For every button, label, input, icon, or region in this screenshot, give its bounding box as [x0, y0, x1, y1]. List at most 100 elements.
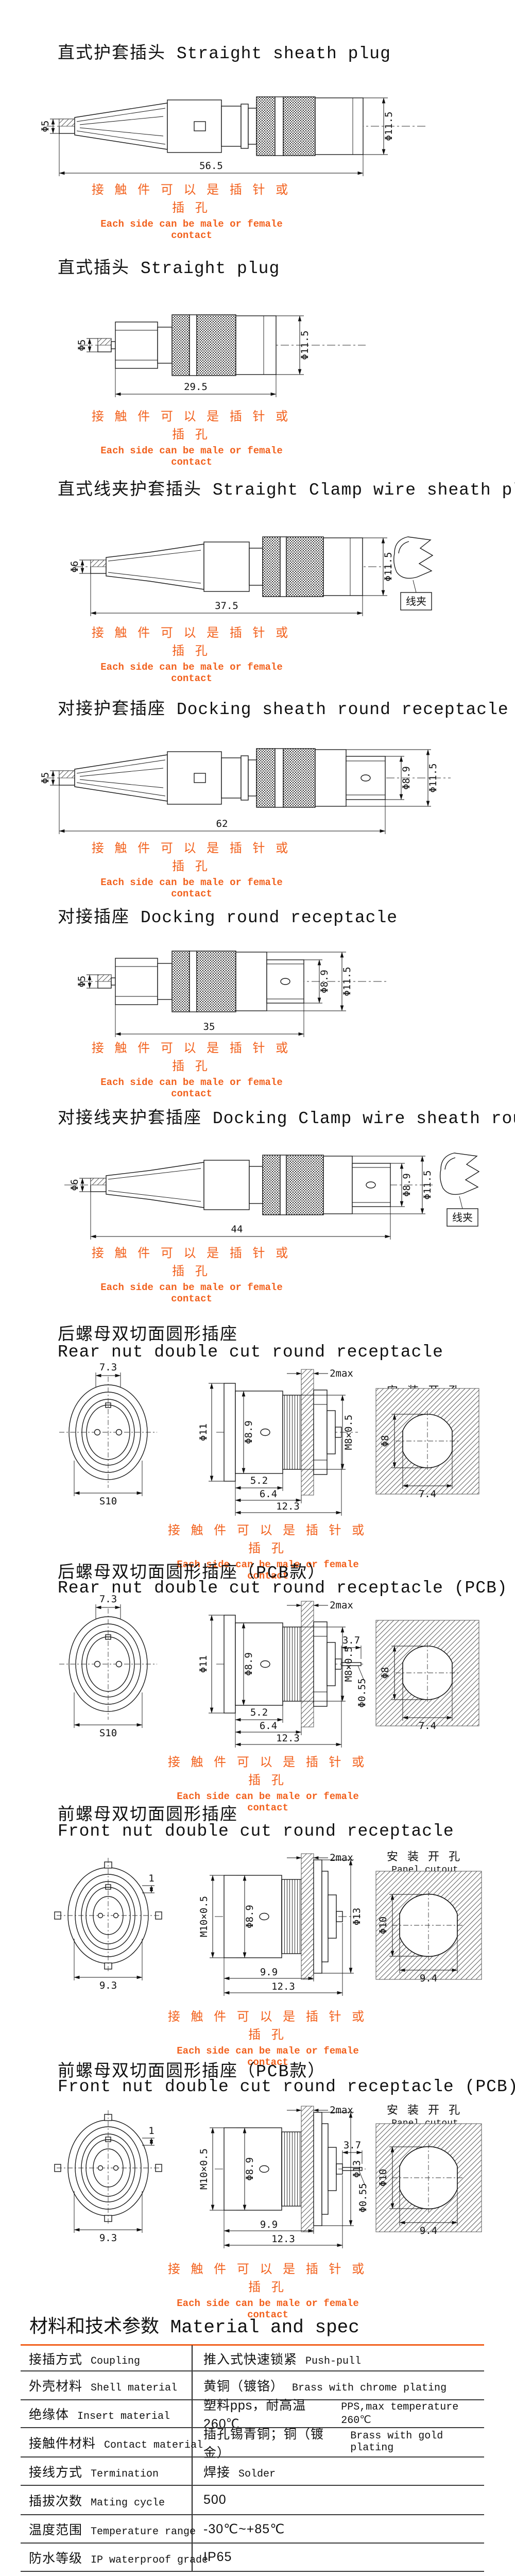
section2-title: 直式插头 Straight plug: [58, 259, 280, 278]
svg-text:Φ0.55: Φ0.55: [357, 2183, 369, 2212]
svg-text:Φ5: Φ5: [76, 976, 88, 988]
material-table-top-rule: [21, 2344, 484, 2346]
section7-title-en: Rear nut double cut round receptacle: [58, 1343, 443, 1362]
material-rule: [21, 2456, 484, 2458]
svg-text:7.4: 7.4: [419, 1488, 436, 1500]
svg-text:12.3: 12.3: [276, 1501, 300, 1512]
svg-text:2max: 2max: [330, 2105, 353, 2116]
dim-dia-right: Φ11.5: [383, 111, 394, 141]
material-table-divider: [192, 2345, 193, 2572]
svg-text:Φ8.9: Φ8.9: [244, 1905, 255, 1928]
svg-text:M10×0.5: M10×0.5: [198, 2148, 210, 2190]
svg-text:7.4: 7.4: [419, 1720, 436, 1732]
docking-receptacle-drawing: Φ5 Φ8.9 Φ11.5 35: [76, 951, 386, 1037]
svg-text:9.3: 9.3: [99, 2232, 117, 2244]
section6-title: 对接线夹护套插座 Docking Clamp wire sheath round…: [58, 1109, 515, 1128]
section1-title-zh: 直式护套插头: [58, 44, 166, 63]
svg-text:Φ10: Φ10: [377, 1917, 389, 1934]
svg-text:12.3: 12.3: [276, 1733, 300, 1744]
svg-text:37.5: 37.5: [215, 600, 238, 612]
svg-text:Φ11.5: Φ11.5: [341, 967, 353, 996]
svg-text:2max: 2max: [330, 1600, 353, 1611]
section1-title-en: Straight sheath plug: [176, 44, 391, 63]
svg-text:Φ11.5: Φ11.5: [383, 552, 394, 581]
material-rule: [21, 2571, 484, 2572]
svg-text:Φ11.5: Φ11.5: [422, 1170, 433, 1199]
svg-text:Φ13: Φ13: [351, 2160, 363, 2178]
svg-text:1: 1: [148, 2125, 154, 2137]
note-zh: 接 触 件 可 以 是 插 针 或 插 孔: [91, 183, 292, 215]
svg-text:M8×0.5: M8×0.5: [343, 1647, 354, 1682]
svg-text:M8×0.5: M8×0.5: [343, 1415, 354, 1450]
svg-text:Φ8.9: Φ8.9: [243, 1420, 254, 1444]
straight-sheath-plug-drawing: Φ5 Φ11.5 56.5: [40, 96, 427, 176]
svg-text:Φ6: Φ6: [69, 1179, 80, 1191]
svg-text:Φ8.9: Φ8.9: [243, 1652, 254, 1676]
svg-text:Φ13: Φ13: [351, 1908, 363, 1925]
svg-text:9.9: 9.9: [260, 1967, 278, 1978]
wire-clamp-label: 线夹: [406, 596, 426, 607]
svg-text:12.3: 12.3: [271, 2233, 295, 2245]
material-rule: [21, 2370, 484, 2371]
svg-text:3.7: 3.7: [342, 1635, 360, 1646]
svg-text:S10: S10: [99, 1496, 117, 1507]
svg-text:Φ0.55: Φ0.55: [356, 1678, 368, 1707]
svg-text:Φ11.5: Φ11.5: [427, 763, 439, 792]
svg-text:9.9: 9.9: [260, 2219, 278, 2230]
svg-text:29.5: 29.5: [184, 381, 208, 393]
svg-text:2max: 2max: [330, 1852, 353, 1863]
front-nut-pcb-receptacle-drawing: 1 9.3 M10×0.5 Φ8.9 2max Φ13 3.7 Φ0.55 9.…: [54, 2105, 482, 2248]
svg-text:Φ8: Φ8: [380, 1435, 391, 1447]
svg-text:线夹: 线夹: [452, 1212, 473, 1224]
svg-text:Φ11: Φ11: [198, 1655, 209, 1673]
svg-text:12.3: 12.3: [271, 1981, 295, 1992]
svg-text:Φ8.9: Φ8.9: [244, 2157, 255, 2181]
section9-title-en: Front nut double cut round receptacle: [58, 1822, 454, 1841]
docking-sheath-receptacle-drawing: Φ5 Φ8.9 Φ11.5 62: [40, 748, 451, 834]
svg-text:Φ5: Φ5: [40, 772, 51, 784]
material-rule: [21, 2543, 484, 2544]
svg-text:2max: 2max: [330, 1368, 353, 1379]
svg-text:M10×0.5: M10×0.5: [198, 1896, 210, 1937]
wire-clamp-icon: 线夹: [393, 536, 434, 611]
svg-text:5.2: 5.2: [250, 1707, 268, 1718]
svg-text:Φ11.5: Φ11.5: [299, 330, 311, 360]
svg-text:35: 35: [203, 1021, 215, 1032]
section3-title: 直式线夹护套插头 Straight Clamp wire sheath plug: [58, 481, 515, 500]
svg-text:9.3: 9.3: [99, 1980, 117, 1991]
straight-clamp-plug-drawing: Φ6 Φ11.5 37.5 线夹: [69, 536, 434, 616]
docking-clamp-receptacle-drawing: Φ6 Φ8.9 Φ11.5 44 线夹: [64, 1153, 480, 1240]
front-nut-receptacle-drawing: 1 9.3 M10×0.5 Φ8.9 2max Φ13 9.9 12.3 Φ10…: [54, 1852, 482, 1996]
svg-text:44: 44: [231, 1224, 243, 1235]
material-rule: [21, 2427, 484, 2428]
svg-text:3.7: 3.7: [344, 2140, 361, 2151]
section10-title-zh: 前螺母双切面圆形插座（PCB款）: [58, 2062, 326, 2081]
section5-title: 对接插座 Docking round receptacle: [58, 908, 398, 927]
section9-title-zh: 前螺母双切面圆形插座: [58, 1806, 238, 1825]
svg-text:9.4: 9.4: [420, 1973, 437, 1984]
svg-text:7.3: 7.3: [99, 1362, 117, 1373]
svg-text:Φ11: Φ11: [198, 1423, 209, 1441]
svg-text:6.4: 6.4: [260, 1720, 277, 1732]
rear-nut-receptacle-drawing: 7.3 S10 Φ11 Φ8.9 2max M8×0.5 5.2 6.4 12.…: [59, 1362, 479, 1516]
svg-text:Φ5: Φ5: [76, 340, 88, 351]
section8-title-en: Rear nut double cut round receptacle (PC…: [58, 1579, 508, 1598]
material-rule: [21, 2485, 484, 2486]
material-rule: [21, 2399, 484, 2400]
